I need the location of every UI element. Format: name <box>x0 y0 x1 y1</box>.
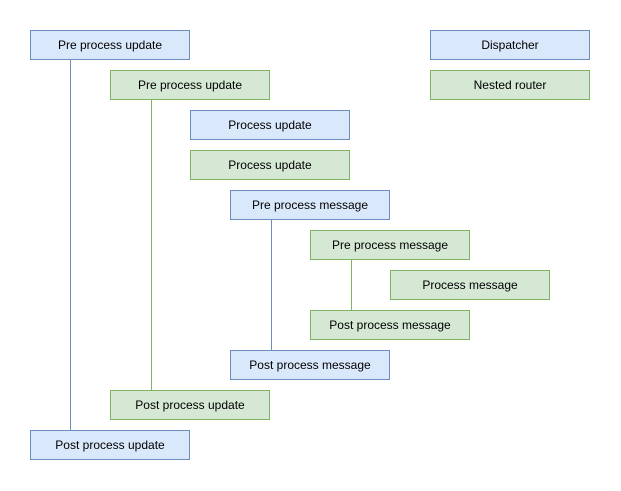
node-label: Post process update <box>55 438 165 452</box>
node-label: Pre process message <box>251 198 369 212</box>
legend-item-label: Nested router <box>473 78 547 92</box>
edge-router-message <box>351 260 352 310</box>
node-post-process-update-router[interactable]: Post process update <box>110 390 270 420</box>
node-label: Process update <box>228 118 312 132</box>
edge-dispatcher-message <box>271 220 272 350</box>
legend-item-dispatcher[interactable]: Dispatcher <box>430 30 590 60</box>
node-label: Process message <box>422 278 518 292</box>
node-label: Pre process update <box>57 38 163 52</box>
legend-item-nested-router[interactable]: Nested router <box>430 70 590 100</box>
node-label: Process update <box>228 158 312 172</box>
node-pre-process-update-router[interactable]: Pre process update <box>110 70 270 100</box>
node-post-process-message-dispatcher[interactable]: Post process message <box>230 350 390 380</box>
node-post-process-update-dispatcher[interactable]: Post process update <box>30 430 190 460</box>
node-process-message-router[interactable]: Process message <box>390 270 550 300</box>
node-label: Post process update <box>135 398 245 412</box>
node-pre-process-message-dispatcher[interactable]: Pre process message <box>230 190 390 220</box>
edge-dispatcher-update <box>70 60 71 430</box>
node-process-update-dispatcher[interactable]: Process update <box>190 110 350 140</box>
edge-router-update <box>151 100 152 390</box>
node-post-process-message-router[interactable]: Post process message <box>310 310 470 340</box>
node-label: Pre process update <box>137 78 243 92</box>
node-pre-process-update-dispatcher[interactable]: Pre process update <box>30 30 190 60</box>
node-process-update-router[interactable]: Process update <box>190 150 350 180</box>
legend-item-label: Dispatcher <box>481 38 539 52</box>
node-pre-process-message-router[interactable]: Pre process message <box>310 230 470 260</box>
node-label: Post process message <box>329 318 451 332</box>
node-label: Pre process message <box>331 238 449 252</box>
node-label: Post process message <box>249 358 371 372</box>
